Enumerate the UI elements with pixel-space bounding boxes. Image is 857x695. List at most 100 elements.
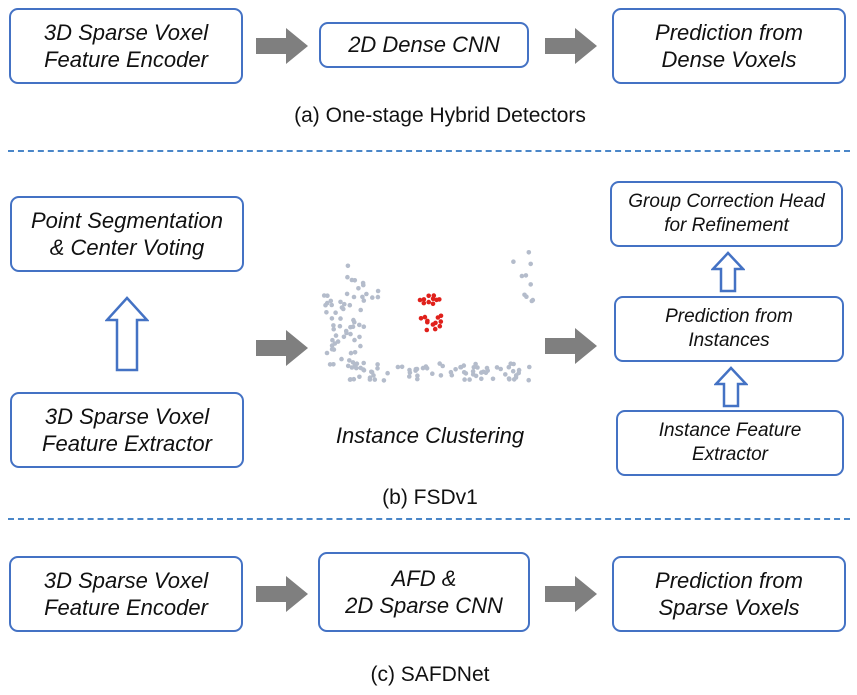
b-point-segmentation-box: Point Segmentation & Center Voting (10, 196, 244, 272)
point (375, 288, 381, 294)
box-line: Instances (688, 330, 770, 351)
a-dense-cnn-box: 2D Dense CNN (319, 22, 529, 68)
point (449, 372, 455, 378)
b-sparse-voxel-extractor-box: 3D Sparse Voxel Feature Extractor (10, 392, 244, 468)
point (430, 296, 436, 302)
point (361, 360, 366, 366)
point (321, 293, 327, 298)
box-line: Sparse Voxels (658, 595, 800, 620)
point (324, 310, 329, 315)
point (421, 297, 427, 302)
right-arrow-icon (256, 330, 308, 366)
point (433, 320, 438, 326)
a-prediction-dense-box: Prediction from Dense Voxels (612, 8, 846, 84)
point (331, 323, 336, 328)
point (430, 371, 435, 376)
point (375, 362, 380, 367)
point (503, 372, 508, 377)
up-arrow-icon (714, 366, 748, 408)
point (430, 301, 436, 307)
point (475, 365, 480, 370)
point (407, 374, 412, 379)
box-line: AFD & (391, 565, 457, 591)
point (426, 299, 431, 305)
point (339, 305, 345, 310)
b-instance-feature-extractor-box: Instance Feature Extractor (616, 410, 844, 476)
point (529, 298, 535, 304)
point (417, 297, 423, 303)
point (481, 369, 486, 375)
b-prediction-instances-box: Prediction from Instances (614, 296, 844, 362)
right-arrow-icon (545, 328, 597, 364)
point (432, 326, 438, 332)
box-line: Point Segmentation (30, 207, 224, 233)
point (522, 292, 527, 298)
point (461, 370, 467, 375)
point (370, 295, 375, 300)
point (511, 259, 516, 264)
point (418, 316, 424, 321)
point (338, 316, 343, 321)
a-sparse-voxel-encoder-box: 3D Sparse Voxel Feature Encoder (9, 8, 243, 84)
point (399, 364, 405, 370)
point (329, 346, 335, 352)
point (438, 319, 444, 324)
point (330, 337, 335, 343)
point (381, 378, 387, 383)
c-prediction-sparse-box: Prediction from Sparse Voxels (612, 556, 846, 632)
caption-c: (c) SAFDNet (370, 663, 490, 686)
box-line: 2D Sparse CNN (345, 593, 503, 618)
point (485, 368, 490, 373)
point (348, 377, 353, 382)
point (516, 367, 522, 373)
point (328, 298, 334, 304)
box-line: Feature Encoder (44, 595, 208, 620)
right-arrow-icon (256, 576, 308, 612)
box-line: Prediction from (655, 567, 803, 593)
point (453, 367, 458, 372)
point (354, 361, 360, 366)
caption-b: (b) FSDv1 (382, 486, 478, 509)
point (329, 302, 334, 308)
point (327, 362, 333, 367)
up-arrow-icon (711, 251, 745, 293)
point (421, 300, 427, 306)
point (354, 365, 359, 371)
point (332, 341, 338, 346)
point (356, 286, 361, 291)
point (331, 326, 336, 332)
point (498, 366, 503, 372)
point (413, 368, 418, 373)
point (358, 307, 363, 313)
point (424, 327, 430, 333)
point (511, 377, 517, 382)
box-line: Dense Voxels (661, 47, 797, 72)
point (437, 361, 442, 366)
point (337, 323, 343, 329)
point (473, 373, 479, 379)
point (523, 273, 529, 278)
point (329, 316, 335, 321)
caption-a: (a) One-stage Hybrid Detectors (294, 104, 586, 127)
point (361, 298, 367, 303)
point (364, 291, 369, 297)
point (458, 364, 464, 370)
box-line: 2D Dense CNN (348, 32, 500, 58)
box-line: Instance Feature (658, 420, 802, 442)
point (479, 376, 484, 382)
point (333, 310, 338, 315)
point (371, 373, 376, 378)
point (350, 360, 356, 365)
point (438, 313, 444, 319)
point (494, 365, 500, 370)
point (358, 343, 363, 349)
point (357, 334, 362, 340)
point (375, 294, 381, 300)
point (348, 331, 353, 337)
point (338, 299, 343, 305)
point (467, 377, 472, 382)
point (360, 294, 365, 300)
point (437, 323, 443, 329)
point (526, 377, 531, 383)
point (361, 324, 367, 329)
